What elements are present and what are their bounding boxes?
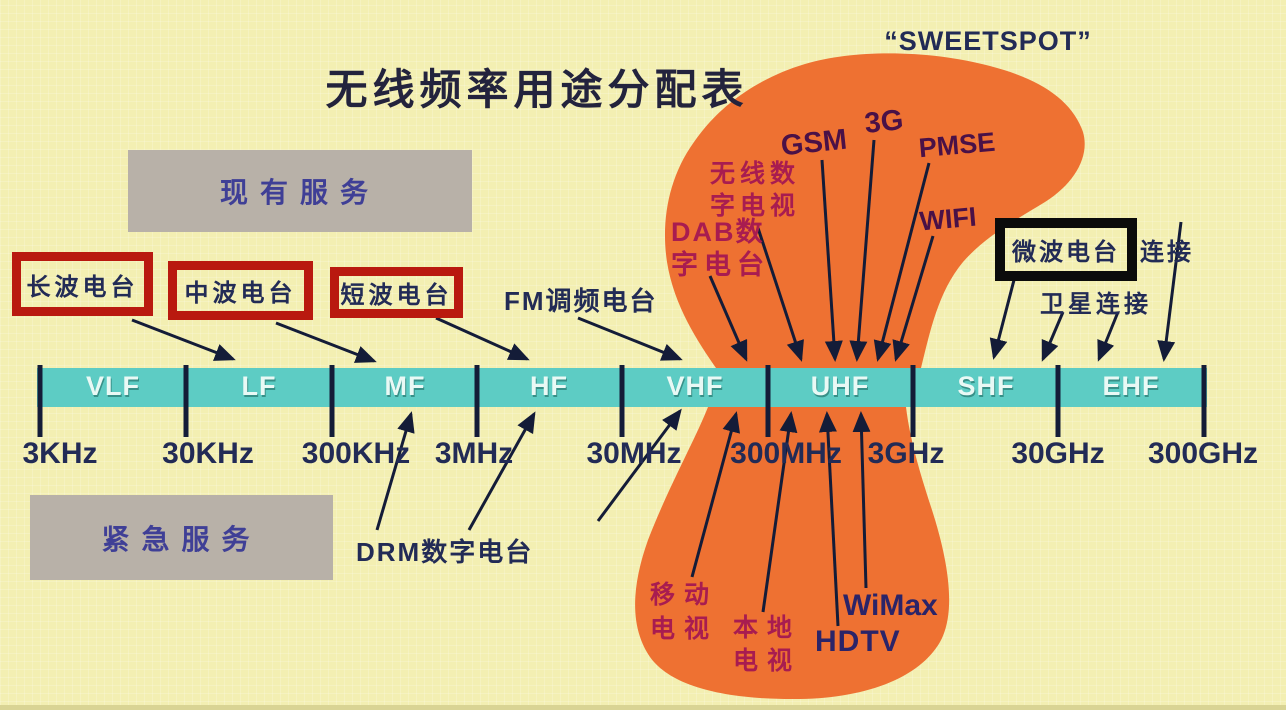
frequency-label-300ghz: 300GHz [1147,437,1259,470]
arrow-from-microwave-link [1157,221,1183,362]
band-label-lf: LF [241,371,277,401]
arrow-from-drm [596,408,682,522]
microwave-link-label: 微波电台 连接 [995,218,1194,281]
arrow-from-pmse [873,162,931,362]
dab-digital-radio-label: DAB数 字电台 [671,217,770,280]
wireless-digital-tv-label: 无线数 字电视 [710,160,801,220]
mobile-tv-label: 移动 电视 [650,581,719,643]
frequency-label-300mhz: 300MHz [730,437,842,470]
sweetspot-region-upper [664,53,1085,368]
arrow-from-mediumwave [275,321,377,363]
sweetspot-caption: “SWEETSPOT” [884,26,1092,56]
band-label-ehf: EHF [1102,371,1160,401]
slide-bottom-edge [0,705,1286,710]
page-title: 无线频率用途分配表 [325,68,749,114]
arrow-from-local-tv [761,411,798,613]
arrow-from-shortwave [435,316,530,361]
hdtv-label: HDTV [815,625,901,658]
frequency-label-3ghz: 3GHz [867,437,945,470]
arrow-from-wifi [892,235,935,362]
band-label-uhf: UHF [810,371,870,401]
arrow-from-satellite [1041,311,1065,362]
arrow-from-dab [708,275,748,362]
drm-digital-radio-label: DRM数字电台 [356,537,534,567]
microwave-link-suffix: 连接 [1140,239,1194,266]
wifi-label: WIFI [918,201,978,237]
arrow-from-drm [375,411,415,531]
arrow-from-mobile-tv [690,411,740,578]
arrow-from-gsm [820,159,843,362]
local-tv-label: 本地 电视 [733,614,802,675]
wimax-label: WiMax [843,589,938,622]
arrow-from-3g [849,139,876,362]
frequency-label-30mhz: 30MHz [586,437,682,470]
3g-label: 3G [863,104,905,140]
frequency-label-30khz: 30KHz [162,437,254,470]
band-label-vhf: VHF [666,371,724,401]
frequency-label-300khz: 300KHz [301,437,411,470]
longwave-radio-label: 长波电台 [26,273,139,301]
band-label-shf: SHF [957,371,1015,401]
arrow-from-longwave [131,318,236,361]
frequency-label-3mhz: 3MHz [434,437,514,470]
arrow-from-fm [577,316,683,361]
existing-services-label: 现有服务 [219,178,380,209]
frequency-label-3khz: 3KHz [22,437,98,470]
shortwave-radio-box: 短波电台 [330,267,463,318]
fm-radio-label: FM调频电台 [504,286,658,316]
arrow-from-wireless-tv [756,227,804,362]
arrow-from-drm [467,411,536,531]
microwave-radio-highlight-box: 微波电台 [995,218,1137,281]
sweetspot-region-lower [635,407,950,700]
longwave-radio-box: 长波电台 [12,252,153,316]
gsm-label: GSM [779,123,849,163]
frequency-label-30ghz: 30GHz [1011,437,1105,470]
arrow-from-hdtv [818,411,840,627]
band-label-vlf: VLF [86,371,140,401]
emergency-services-box: 紧急服务 [30,495,333,580]
band-label-hf: HF [530,371,568,401]
existing-services-box: 现有服务 [128,150,472,232]
pmse-label: PMSE [917,126,997,164]
band-label-mf: MF [384,371,426,401]
arrow-from-wimax [852,411,871,589]
mediumwave-radio-box: 中波电台 [168,261,313,320]
arrow-from-satellite [1097,311,1120,362]
satellite-link-label: 卫星连接 [1040,291,1152,318]
shortwave-radio-label: 短波电台 [340,282,453,309]
arrow-from-microwave [989,279,1016,360]
emergency-services-label: 紧急服务 [101,524,262,556]
mediumwave-radio-label: 中波电台 [184,280,297,307]
